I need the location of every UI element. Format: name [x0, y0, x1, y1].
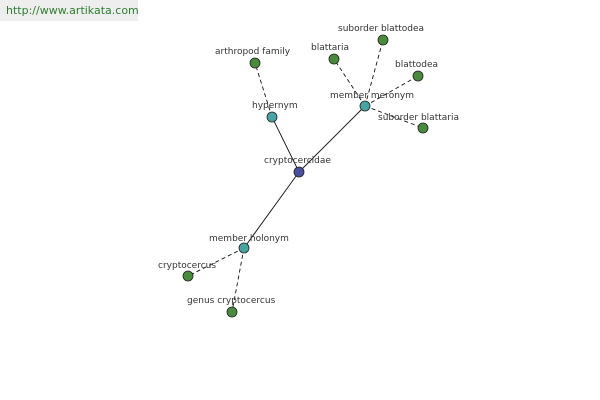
node-label-cryptocercus[interactable]: cryptocercus [158, 261, 216, 271]
edges-layer [187, 39, 424, 313]
edge-member_meronym-to-suborder_blattaria [364, 105, 424, 129]
node-label-member-holonym[interactable]: member holonym [209, 234, 289, 244]
node-cryptocercus[interactable] [182, 270, 194, 282]
node-member-meronym[interactable] [359, 100, 371, 112]
edge-center-to-member_holonym [243, 171, 300, 249]
node-label-suborder-blattaria[interactable]: suborder blattaria [378, 113, 459, 123]
node-label-suborder-blattodea[interactable]: suborder blattodea [338, 24, 424, 34]
node-label-member-meronym[interactable]: member meronym [330, 91, 414, 101]
edge-member_meronym-to-blattaria [333, 58, 366, 107]
node-hypernym[interactable] [266, 111, 278, 123]
node-suborder-blattodea[interactable] [377, 34, 389, 46]
node-label-blattaria[interactable]: blattaria [311, 43, 349, 53]
edge-member_holonym-to-genus_cryptocercus [231, 247, 245, 313]
node-blattaria[interactable] [328, 53, 340, 65]
nodes-layer [182, 34, 429, 318]
edge-member_meronym-to-blattodea [364, 75, 419, 107]
watermark-link[interactable]: http://www.artikata.com [0, 0, 139, 21]
node-label-center[interactable]: cryptocercidae [264, 156, 331, 166]
node-label-arthropod-family[interactable]: arthropod family [215, 47, 291, 57]
edge-member_meronym-to-suborder_blattodea [364, 39, 384, 107]
node-center[interactable] [293, 166, 305, 178]
node-arthropod-family[interactable] [249, 57, 261, 69]
labels-layer: cryptocercidae hypernym member meronym memb… [158, 24, 459, 306]
node-suborder-blattaria[interactable] [417, 122, 429, 134]
edge-center-to-hypernym [271, 116, 300, 173]
node-genus-cryptocercus[interactable] [226, 306, 238, 318]
edge-hypernym-to-arthropod_family [254, 62, 273, 118]
node-member-holonym[interactable] [238, 242, 250, 254]
node-label-hypernym[interactable]: hypernym [252, 101, 298, 111]
node-blattodea[interactable] [412, 70, 424, 82]
node-label-blattodea[interactable]: blattodea [395, 60, 438, 70]
edge-center-to-member_meronym [298, 105, 366, 173]
node-label-genus-cryptocercus[interactable]: genus cryptocercus [187, 296, 276, 306]
edge-member_holonym-to-cryptocercus [187, 247, 245, 277]
